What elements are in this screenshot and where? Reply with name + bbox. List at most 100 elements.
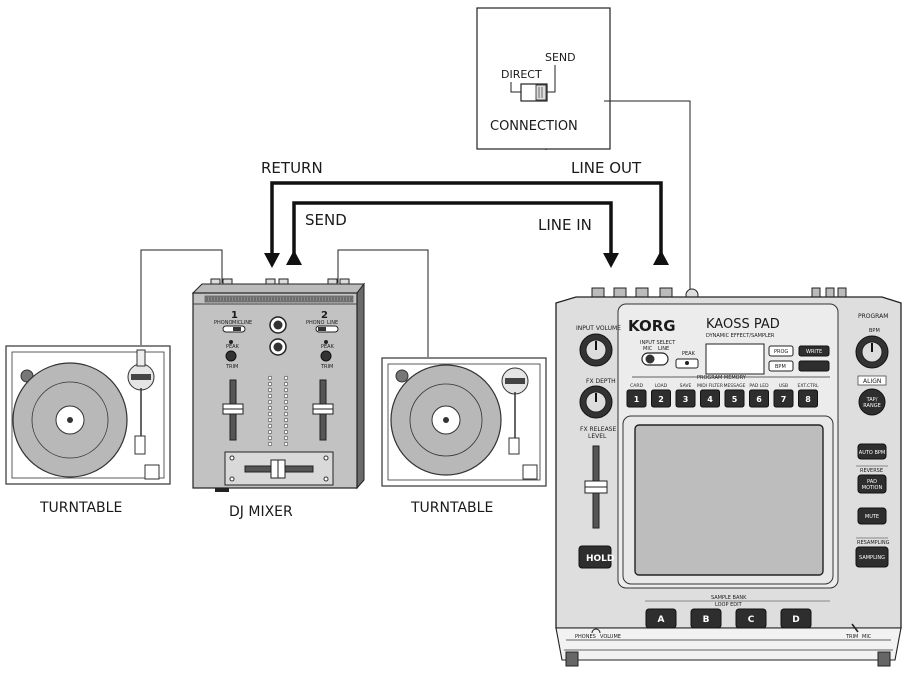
mixer-line-2: LINE <box>327 320 338 326</box>
reverse-label: REVERSE <box>860 468 883 474</box>
memory-button-6[interactable] <box>749 389 769 408</box>
align-label: ALIGN <box>863 378 881 385</box>
memory-button-number-1: 1 <box>634 395 640 404</box>
sampling-button[interactable] <box>855 546 889 568</box>
connection-callout: SEND DIRECT CONNECTION <box>476 7 691 293</box>
line-out-arrow <box>653 250 669 265</box>
program-knob-label: PROGRAM <box>858 313 888 320</box>
pad-label: PAD <box>867 479 877 485</box>
right-turntable: TURNTABLE <box>381 357 547 516</box>
line-out-label: LINE OUT <box>571 159 642 177</box>
memory-button-1[interactable] <box>626 389 647 408</box>
memory-label-5: MESSAGE <box>724 383 746 389</box>
memory-label-3: SAVE <box>680 383 692 389</box>
line-in-arrow <box>603 253 619 268</box>
memory-button-number-4: 4 <box>707 395 713 404</box>
send-linein-cable <box>292 201 613 255</box>
memory-button-3[interactable] <box>675 389 696 408</box>
loop-edit-label: LOOP EDIT <box>715 602 743 608</box>
sampling-label: SAMPLING <box>859 555 885 561</box>
memory-button-number-5: 5 <box>732 395 738 404</box>
prog-button[interactable] <box>768 345 794 357</box>
mixer-mic-1: MIC <box>232 320 242 326</box>
mic-label: MIC <box>862 634 872 640</box>
kaoss-pad-subtitle: DYNAMIC EFFECT/SAMPLER <box>706 333 775 339</box>
memory-button-8[interactable] <box>798 389 818 408</box>
sample-bank-label: SAMPLE BANK <box>711 595 747 601</box>
mixer-trim-2: TRIM <box>320 364 333 370</box>
kaoss-pad: KORG KAOSS PAD DYNAMIC EFFECT/SAMPLER IN… <box>555 287 902 667</box>
mixer-peak-2: PEAK <box>321 344 335 350</box>
hold-button[interactable] <box>578 545 612 569</box>
program-bpm-label: BPM <box>869 328 880 334</box>
memory-label-1: CARD <box>630 383 643 389</box>
send-leader <box>547 65 556 93</box>
memory-label-4: MIDI FILTER <box>697 383 723 389</box>
hold-button-label: HOLD <box>586 554 614 564</box>
memory-button-2[interactable] <box>651 389 671 408</box>
tap-range-button[interactable] <box>858 388 886 416</box>
dj-mixer: 1 2 PHONO MIC LINE PHONO LINE PEAK PEAK … <box>191 278 366 520</box>
memory-label-6: PAD LED <box>749 383 769 389</box>
bank-button-d[interactable] <box>780 608 812 629</box>
connection-leader-line <box>604 100 691 293</box>
mixer-line-1: LINE <box>241 320 252 326</box>
tap-label: TAP/ <box>866 397 878 403</box>
memory-button-5[interactable] <box>724 389 745 408</box>
input-volume-label: INPUT VOLUME <box>576 325 621 332</box>
memory-button-number-8: 8 <box>805 395 811 404</box>
memory-label-2: LOAD <box>655 383 668 389</box>
ch2-trim-knob[interactable] <box>320 350 332 362</box>
fx-depth-label: FX DEPTH <box>586 378 616 385</box>
send-label: SEND <box>305 211 347 229</box>
mixer-ch2-label: 2 <box>321 310 328 321</box>
bank-button-label-d: D <box>792 615 799 625</box>
motion-label: MOTION <box>862 485 883 491</box>
connection-title: CONNECTION <box>490 119 578 134</box>
send-arrow <box>286 250 302 265</box>
bank-button-b[interactable] <box>690 608 722 629</box>
fx-release-level-label: LEVEL <box>588 433 607 440</box>
mixer-phono-2: PHONO <box>306 320 324 326</box>
memory-button-7[interactable] <box>773 389 794 408</box>
shift-button[interactable] <box>798 360 830 372</box>
input-select-line: LINE <box>658 346 669 352</box>
auto-bpm-button[interactable] <box>857 443 887 460</box>
memory-button-number-3: 3 <box>683 395 689 404</box>
mic-icon <box>851 623 859 633</box>
volume-label: VOLUME <box>600 634 621 640</box>
peak-label: PEAK <box>682 351 696 357</box>
connection-box <box>476 7 611 150</box>
direct-switch-label: DIRECT <box>501 68 542 81</box>
right-turntable-cable <box>337 249 429 357</box>
touch-pad[interactable] <box>634 424 824 576</box>
return-arrow <box>264 253 280 268</box>
bpm-button[interactable] <box>768 360 794 372</box>
mixer-peak-1: PEAK <box>226 344 240 350</box>
mixer-phono-1: PHONO <box>214 320 232 326</box>
dj-mixer-label: DJ MIXER <box>229 504 293 520</box>
ch1-trim-knob[interactable] <box>225 350 237 362</box>
write-button[interactable] <box>798 345 830 357</box>
level-meter <box>267 375 289 447</box>
memory-button-number-6: 6 <box>756 395 762 404</box>
bank-button-a[interactable] <box>645 608 677 629</box>
bank-button-label-c: C <box>748 615 755 625</box>
mute-button[interactable] <box>857 507 887 525</box>
memory-button-4[interactable] <box>700 389 720 408</box>
auto-bpm-label: AUTO BPM <box>859 450 885 456</box>
audio-cables <box>270 181 663 255</box>
cable-arrows <box>264 250 669 268</box>
mixer-ch1-label: 1 <box>231 310 238 321</box>
trim-label: TRIM <box>845 634 858 640</box>
program-memory-label: PROGRAM MEMORY <box>697 375 747 381</box>
bpm-button-label: BPM <box>775 364 786 370</box>
direct-leader <box>510 82 521 93</box>
pad-motion-button[interactable] <box>857 474 887 494</box>
bank-button-c[interactable] <box>735 608 767 629</box>
mute-label: MUTE <box>865 514 879 520</box>
return-label: RETURN <box>261 159 323 177</box>
